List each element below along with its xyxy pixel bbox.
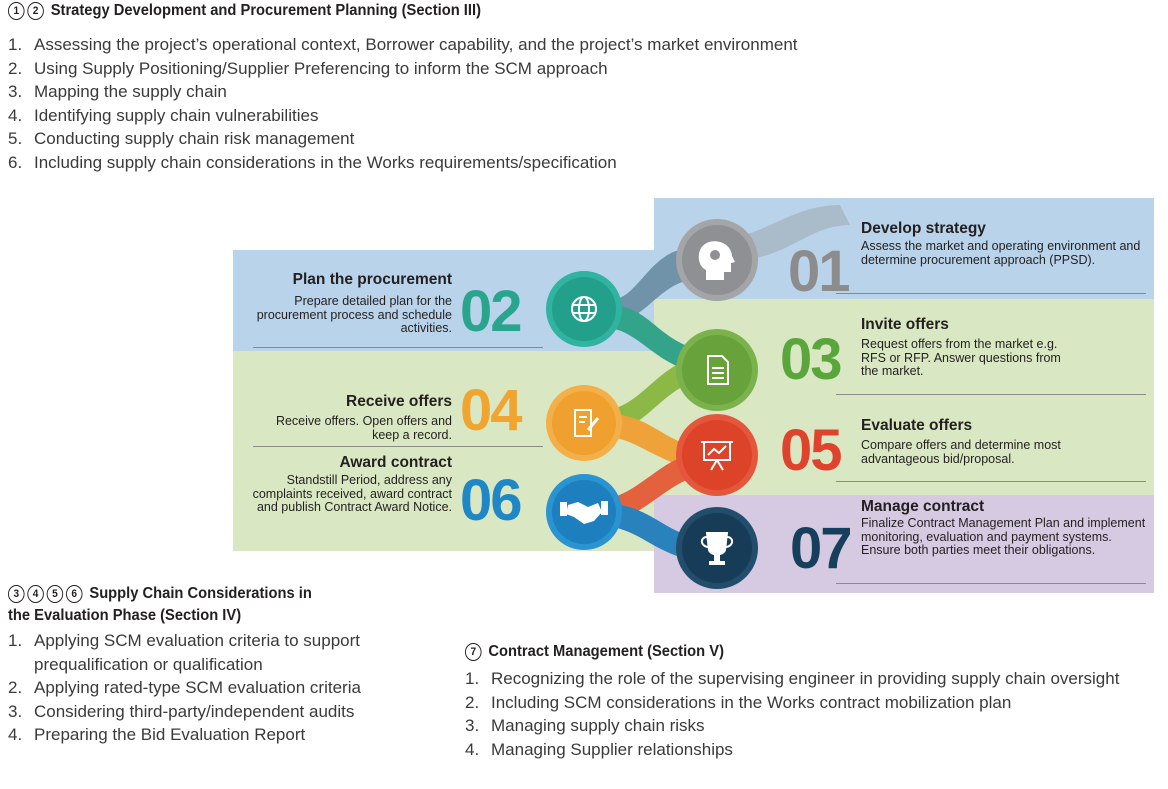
presentation-icon [701, 441, 733, 471]
stage-title-invite-offers: Invite offers [861, 316, 949, 333]
divider [836, 583, 1146, 584]
divider [836, 293, 1146, 294]
stage-circle-05 [676, 414, 758, 496]
list-item: 1.Recognizing the role of the supervisin… [465, 669, 1120, 688]
list-item: 4.Identifying supply chain vulnerabiliti… [8, 105, 319, 125]
section-a-list: 1.Assessing the project’s operational co… [8, 33, 1158, 174]
stage-desc-award-contract: Standstill Period, address any complaint… [252, 473, 452, 514]
list-item: 3.Managing supply chain risks [465, 716, 705, 735]
trophy-icon [700, 532, 734, 565]
stage-number-06: 06 [460, 468, 522, 533]
section-c-title: Contract Management (Section V) [488, 643, 724, 660]
head-icon [698, 241, 735, 280]
stage-circle-02 [546, 271, 622, 347]
stage-desc-invite-offers: Request offers from the market e.g. RFS … [861, 337, 1061, 378]
list-item: 4.Preparing the Bid Evaluation Report [8, 725, 306, 744]
stage-title-plan-procurement: Plan the procurement [292, 271, 452, 288]
step-marker: 4 [27, 585, 44, 603]
list-item: 6.Including supply chain considerations … [8, 152, 617, 172]
step-marker: 2 [27, 2, 44, 20]
document-icon [707, 355, 729, 385]
list-item: 1.Applying SCM evaluation criteria to su… [8, 631, 360, 674]
step-marker: 7 [465, 643, 482, 661]
edit-document-icon [574, 409, 600, 437]
divider [253, 446, 543, 447]
divider [836, 394, 1146, 395]
step-marker: 6 [65, 585, 83, 603]
globe-icon [571, 296, 597, 322]
list-item: 5.Conducting supply chain risk managemen… [8, 129, 355, 148]
stage-title-award-contract: Award contract [339, 454, 452, 471]
list-item: 2.Using Supply Positioning/Supplier Pref… [8, 58, 608, 78]
divider [253, 347, 543, 348]
section-b-list: 1.Applying SCM evaluation criteria to su… [8, 629, 448, 747]
step-marker: 3 [8, 585, 25, 603]
stage-number-04: 04 [460, 378, 522, 443]
stage-title-receive-offers: Receive offers [346, 393, 452, 410]
step-marker: 5 [46, 585, 64, 603]
stage-title-develop-strategy: Develop strategy [861, 220, 986, 237]
stage-number-07: 07 [790, 516, 852, 581]
stage-number-02: 02 [460, 279, 522, 344]
stage-number-01: 01 [788, 239, 850, 304]
stage-number-05: 05 [780, 418, 842, 483]
section-b-title-line1: Supply Chain Considerations in [89, 585, 312, 602]
stage-circle-03 [676, 329, 758, 411]
section-c-heading: 7 Contract Management (Section V) [465, 643, 724, 661]
section-b-title-line2: the Evaluation Phase (Section IV) [8, 607, 242, 624]
stage-desc-plan-procurement: Prepare detailed plan for the procuremen… [256, 294, 452, 335]
stage-title-manage-contract: Manage contract [861, 498, 985, 515]
stage-number-03: 03 [780, 327, 842, 392]
step-marker: 1 [8, 2, 25, 20]
divider [836, 481, 1146, 482]
list-item: 3.Considering third-party/independent au… [8, 701, 355, 721]
list-item: 3.Mapping the supply chain [8, 82, 227, 101]
stage-desc-evaluate-offers: Compare offers and determine most advant… [861, 438, 1061, 466]
stage-desc-develop-strategy: Assess the market and operating environm… [861, 239, 1141, 267]
list-item: 1.Assessing the project’s operational co… [8, 35, 798, 54]
section-c-list: 1.Recognizing the role of the supervisin… [465, 667, 1165, 761]
list-item: 2.Applying rated-type SCM evaluation cri… [8, 678, 361, 697]
list-item: 4.Managing Supplier relationships [465, 739, 733, 759]
stage-desc-receive-offers: Receive offers. Open offers and keep a r… [275, 414, 452, 442]
stage-title-evaluate-offers: Evaluate offers [861, 417, 973, 434]
stage-desc-manage-contract: Finalize Contract Management Plan and im… [861, 516, 1146, 557]
list-item: 2.Including SCM considerations in the Wo… [465, 692, 1012, 712]
section-a-title: Strategy Development and Procurement Pla… [50, 2, 481, 19]
handshake-icon [560, 501, 608, 524]
